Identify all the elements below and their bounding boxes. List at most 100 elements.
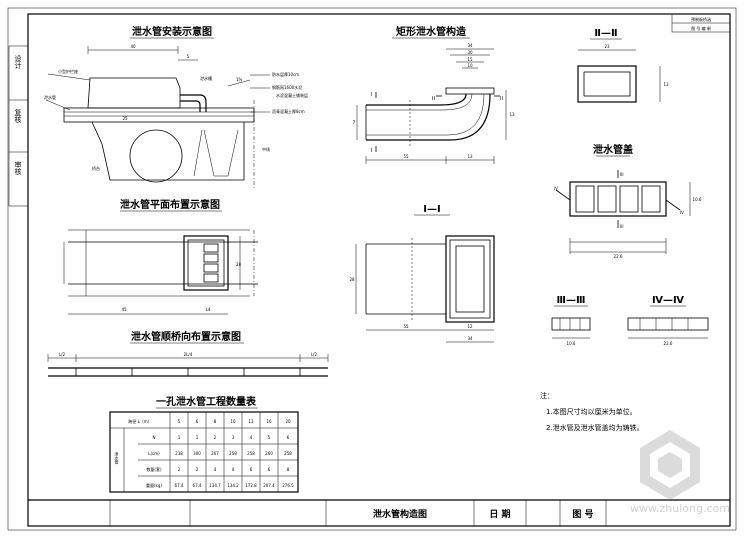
grate-dim-right: 10.6 [693, 197, 702, 202]
table-span: 8 [214, 419, 217, 424]
table-cell: 6 [250, 467, 253, 472]
table-row-label: L(cm) [148, 451, 160, 456]
table-cell: 67.4 [175, 483, 184, 488]
drawing-name: 泄水管构造图 [373, 508, 427, 520]
rect-section-mark-2b: II [500, 96, 503, 102]
install-label-pipe: 泄水管 [44, 94, 56, 100]
sec1-dim-bot-a: 55 [403, 324, 409, 329]
section-2-diagram: Ⅱ—Ⅱ 23 13 [577, 28, 669, 103]
table-row-group: 泄水管 [115, 451, 120, 465]
long-title: 泄水管顺桥向布置示意图 [131, 330, 241, 343]
table-span: 10 [230, 419, 236, 424]
table-row: 数量(套) 2 2 4 4 6 6 8 [146, 466, 289, 472]
table-cell: 2 [178, 467, 181, 472]
sec4-title: Ⅳ—Ⅳ [652, 295, 684, 306]
table-span: 6 [196, 419, 199, 424]
table-span: 16 [266, 419, 272, 424]
table-cell: 258 [229, 451, 237, 456]
table-cell: 8 [287, 467, 290, 472]
table-row-label: 数量(套) [146, 466, 162, 472]
install-slope-label: 1% [236, 77, 243, 82]
plan-title: 泄水管平面布置示意图 [120, 198, 220, 211]
table-col-header: 跨径 L（m） [128, 418, 151, 424]
watermark: www.zhulong.com [630, 430, 730, 515]
table-row-label: N [153, 435, 156, 440]
table-cell: 1 [178, 435, 181, 440]
install-dim-top: 40 [130, 44, 136, 49]
table-row-label: 重量(kg) [146, 482, 162, 488]
grate-mark-4a: IV [554, 186, 558, 191]
install-label-centerline: 中线 [262, 146, 270, 152]
rect-title: 矩形泄水管构造 [396, 25, 467, 38]
section-4-diagram: Ⅳ—Ⅳ 22.6 [627, 295, 709, 346]
plan-dim-right: 28 [236, 262, 242, 267]
table-cell: 6 [268, 467, 271, 472]
table-span: 5 [178, 419, 181, 424]
longitudinal-diagram: 泄水管顺桥向布置示意图 L/2 2L/4 L/2 [47, 330, 329, 377]
table-cell: 1 [196, 435, 199, 440]
note-1: 1.本图尺寸均以厘米为单位。 [546, 407, 637, 416]
sec3-dim-bot: 10.6 [567, 341, 576, 346]
sec4-dim-bot: 22.6 [664, 341, 673, 346]
rect-pipe-diagram: 矩形泄水管构造 34 30 15 10 I I II II 7 13 [353, 25, 515, 164]
rect-dim-bot-b: 13 [467, 154, 473, 159]
grate-mark-3a: III [620, 172, 624, 177]
table-cell: 4 [232, 467, 235, 472]
side-tabs: 设计 复核 审核 [8, 45, 29, 207]
plan-dim-bot-b: L4 [206, 307, 211, 312]
rect-dim-bot-a: 55 [403, 154, 409, 159]
table-row: N 1 1 2 3 4 5 6 [153, 435, 290, 440]
side-tab-check: 复核 [14, 108, 22, 124]
title-block: 泄水管构造图 日 期 图 号 [28, 499, 730, 526]
sec2-dim-top: 23 [604, 44, 610, 49]
rect-dim-left: 7 [353, 120, 356, 125]
watermark-logo-icon [640, 430, 700, 500]
install-title: 泄水管安装示意图 [132, 25, 212, 38]
table-span-headers: 5 6 8 10 13 16 20 [178, 419, 291, 424]
rect-section-mark-2a: II [432, 96, 435, 102]
table-cell: 4 [250, 435, 253, 440]
date-label: 日 期 [489, 508, 510, 520]
table-row: 重量(kg) 67.4 67.4 134.7 134.2 172.8 207.4… [146, 482, 294, 488]
table-cell: 276.5 [282, 483, 294, 488]
table-cell: 260 [265, 451, 273, 456]
rect-dim-d: 10 [467, 63, 473, 68]
notes-title: 注： [540, 391, 554, 400]
install-label-abutment: 桥台 [92, 165, 100, 171]
note-2: 2.泄水管及泄水管盖均为铸铁。 [546, 423, 644, 432]
long-dim-a: L/2 [59, 352, 66, 357]
table-cell: 134.2 [227, 483, 239, 488]
rect-dim-a: 34 [467, 43, 473, 48]
plan-diagram: 泄水管平面布置示意图 28 45 L4 [63, 198, 258, 315]
table-cell: 238 [175, 451, 183, 456]
install-dim-mid: 25 [122, 116, 128, 121]
table-cell: 6 [287, 435, 290, 440]
grate-diagram: 泄水管盖 III III IV IV 10.6 22.6 [554, 143, 702, 259]
side-tab-design: 设计 [14, 54, 22, 70]
table-cell: 2 [196, 467, 199, 472]
inner-border [27, 13, 731, 527]
table-cell: 5 [268, 435, 271, 440]
section-3-diagram: Ⅲ—Ⅲ 10.6 [551, 295, 591, 346]
grate-title: 泄水管盖 [593, 143, 633, 156]
grate-mark-3b: III [620, 224, 624, 229]
rect-section-mark-1a: I [371, 92, 372, 98]
top-block-line1: 预制板桥涵 [691, 16, 711, 22]
sec1-dim-left: 28 [349, 277, 355, 282]
install-diagram: 泄水管安装示意图 40 5 25 1% 小型护栏座 泄水管 泄水槽 [44, 25, 308, 190]
install-label-waterproof: 防水层厚10cm [272, 71, 299, 77]
plan-dim-bot: 45 [121, 307, 127, 312]
table-cell: 258 [284, 451, 292, 456]
grate-mark-4b: IV [680, 210, 684, 215]
table-cell: 172.8 [245, 483, 257, 488]
rect-dim-c: 15 [467, 57, 473, 62]
long-dim-b: 2L/4 [184, 352, 193, 357]
quantity-table: 一孔泄水管工程数量表 跨径 L（m） 5 6 8 10 13 16 20 泄水管… [109, 395, 299, 493]
table-cell: 3 [232, 435, 235, 440]
table-cell: 267 [211, 451, 219, 456]
table-cell: 2 [214, 435, 217, 440]
table-span: 20 [285, 419, 291, 424]
side-tab-review: 审核 [14, 160, 22, 176]
install-label-mesh: 钢筋网1600水泥 [272, 84, 302, 90]
